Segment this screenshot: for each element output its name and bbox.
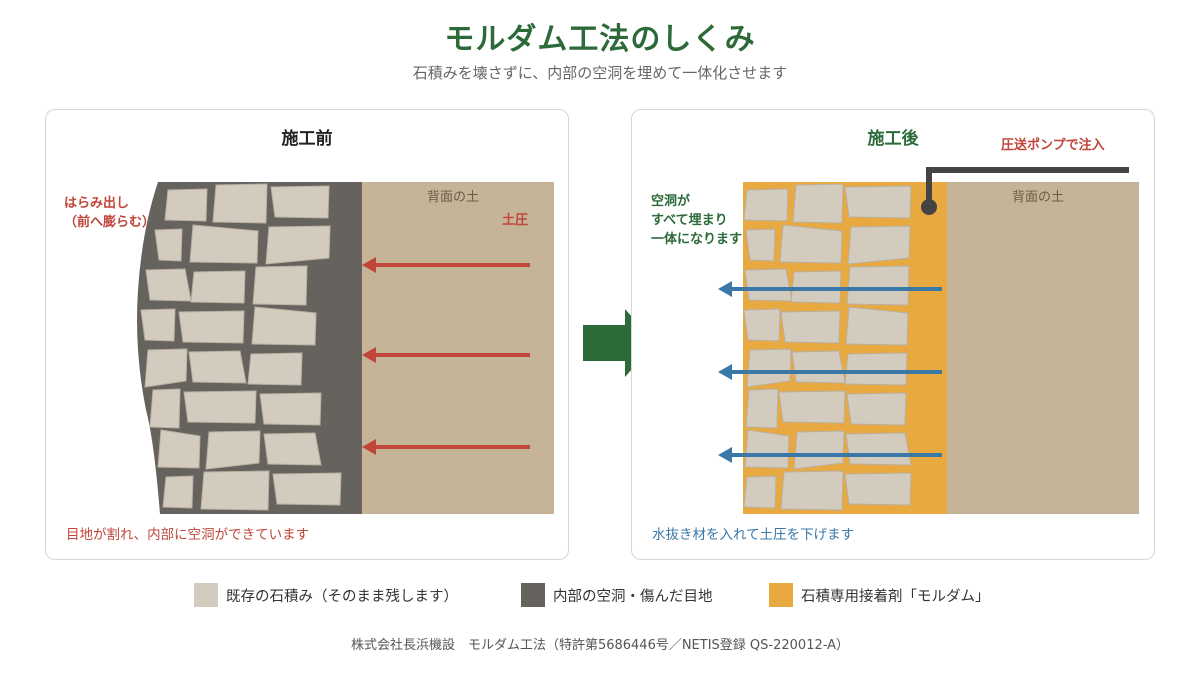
stone-block [270,185,330,219]
stone-block [845,432,912,466]
stone-block [212,183,268,224]
stone-block [149,388,181,429]
after-caption: 水抜き材を入れて土圧を下げます [652,527,855,543]
before-title: 施工前 [281,129,333,149]
stone-block [744,268,793,302]
soil-label: 背面の土 [427,190,480,205]
stone-block [846,265,910,306]
drain-arrows [718,281,942,463]
stone-block [178,310,245,344]
pump-pipe-icon [921,167,1129,215]
stone-block [743,475,777,509]
stone-block [792,183,844,224]
legend-item-void: 内部の空洞・傷んだ目地 [521,580,713,610]
stone-block [745,228,776,262]
soil-block [362,182,554,514]
page-subtitle: 石積みを壊さずに、内部の空洞を埋めて一体化させます [412,64,788,82]
bulge-note: はらみ出し （前へ膨らむ） [64,196,156,230]
stone-block [780,470,844,511]
stone-block [272,472,342,506]
legend-item-stone: 既存の石積み（そのまま残します） [194,580,458,610]
after-diagram [718,167,1139,514]
stone-block [743,308,781,342]
stone-block [189,224,259,264]
stone-group [743,183,912,511]
stone-block [144,348,188,388]
stone-block [154,228,183,262]
stone-group [140,183,342,511]
page-title: モルダム工法のしくみ [444,22,756,57]
legend-label: 内部の空洞・傷んだ目地 [553,588,713,605]
stone-block [251,306,317,346]
soil-label: 背面の土 [1012,190,1065,205]
stone-block [743,188,789,222]
legend-label: 既存の石積み（そのまま残します） [226,588,458,605]
stone-block [791,350,846,384]
stone-block [780,310,841,344]
earth-pressure-label: 土圧 [502,213,529,228]
stone-block [190,270,246,304]
stone-block [778,390,846,424]
stone-block [252,265,308,306]
stone-block [847,225,911,265]
pressure-arrow-head [362,257,376,273]
legend-item-moldam: 石積専用接着剤「モルダム」 [769,580,990,610]
legend-swatch [521,583,545,607]
drain-arrow-head [718,447,732,463]
stone-block [845,306,909,346]
legend-swatch [769,583,793,607]
stone-block [744,429,790,469]
stone-block [844,472,912,506]
stone-block [140,308,176,342]
stone-block [844,352,908,386]
before-diagram [137,182,554,514]
pressure-arrow-head [362,439,376,455]
legend-swatch [194,583,218,607]
stone-block [259,392,322,426]
legend: 既存の石積み（そのまま残します） 内部の空洞・傷んだ目地 石積専用接着剤「モルダ… [0,580,1200,610]
stone-block [745,388,779,429]
pump-label: 圧送ポンプで注入 [1001,138,1105,153]
legend-label: 石積専用接着剤「モルダム」 [801,588,990,605]
after-panel: 施工後 圧送ポンプで注入 空洞が すべて埋まり 一体になります 背面の土 水抜き… [631,109,1155,560]
stone-block [188,350,247,384]
pump-injection-point [921,199,937,215]
filled-note: 空洞が すべて埋まり 一体になります [651,194,743,247]
stone-block [265,225,331,265]
pressure-arrow-head [362,347,376,363]
before-panel: 施工前 はらみ出し （前へ膨らむ） 土圧 背面の土 目地が割れ、内部に空洞ができ… [45,109,569,560]
pump-pipe-line [926,167,1129,207]
drain-arrow-head [718,364,732,380]
footer-note: 株式会社長浜機設 モルダム工法（特許第5686446号／NETIS登録 QS-2… [350,638,850,653]
stone-block [779,224,843,264]
void-area [137,182,362,514]
stone-block [846,392,907,426]
stone-block [200,470,270,511]
stone-block [145,268,192,302]
stone-block [164,188,208,222]
earth-pressure-arrows [362,257,530,455]
stone-block [844,185,912,219]
stone-block [162,475,194,509]
soil-block [947,182,1139,514]
stone-block [247,352,303,386]
stone-block [183,390,257,424]
after-title: 施工後 [867,129,919,149]
before-caption: 目地が割れ、内部に空洞ができています [66,527,310,543]
stone-block [205,430,261,470]
drain-arrow-head [718,281,732,297]
stone-block [793,430,845,470]
stone-block [746,348,792,388]
stone-block [263,432,322,466]
stone-block [157,429,201,469]
